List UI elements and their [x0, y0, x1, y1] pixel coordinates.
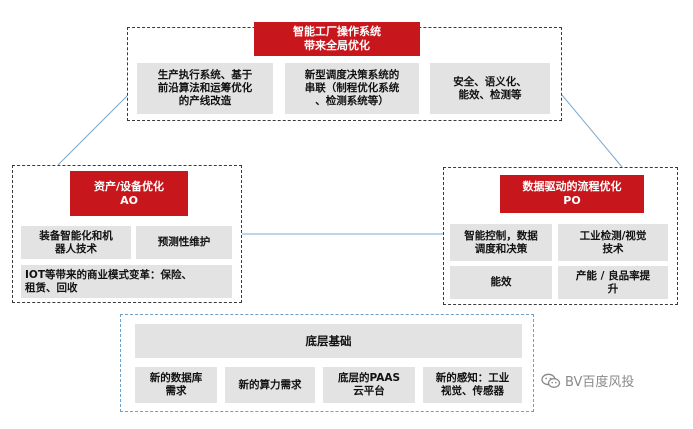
wechat-icon	[541, 373, 561, 388]
bottom-item-4: 新的感知：工业 视觉、传感器	[423, 367, 522, 403]
right-item-4: 产能 / 良品率提 升	[558, 266, 668, 299]
right-item-1: 智能控制，数据 调度和决策	[450, 224, 552, 261]
connector-top-right	[561, 94, 623, 168]
bottom-item-1: 新的数据库 需求	[135, 367, 217, 403]
left-title-line2: AO	[120, 193, 138, 207]
watermark-text: BV百度风投	[565, 375, 635, 390]
top-title: 智能工厂操作系统 带来全局优化	[254, 22, 420, 56]
top-item-1: 生产执行系统、基于 前沿算法和运筹优化 的产线改造	[137, 63, 273, 114]
top-item-2: 新型调度决策系统的 串联（制程优化系统 、检测系统等）	[285, 63, 419, 114]
left-title: 资产/设备优化 AO	[70, 171, 188, 216]
left-item-1: 装备智能化和机 器人技术	[21, 226, 131, 259]
connector-top-left	[57, 94, 129, 166]
left-item-3: IOT等带来的商业模式变革：保险、 租赁、回收	[21, 265, 232, 298]
right-item-3: 能效	[450, 266, 552, 299]
left-title-line1: 资产/设备优化	[93, 179, 165, 193]
top-item-3: 安全、语义化、 能效、检测等	[430, 63, 550, 114]
watermark: BV百度风投	[541, 371, 634, 390]
right-item-2: 工业检测/视觉 技术	[558, 224, 668, 261]
top-title-line1: 智能工厂操作系统	[293, 25, 381, 38]
bottom-title: 底层基础	[135, 324, 522, 358]
left-item-2: 预测性维护	[136, 226, 232, 259]
top-title-line2: 带来全局优化	[304, 39, 370, 52]
bottom-item-3: 底层的PAAS 云平台	[323, 367, 415, 403]
right-title-line2: PO	[563, 194, 581, 207]
right-title-line1: 数据驱动的流程优化	[522, 180, 622, 193]
bottom-item-2: 新的算力需求	[225, 367, 315, 403]
right-title: 数据驱动的流程优化 PO	[500, 175, 644, 213]
